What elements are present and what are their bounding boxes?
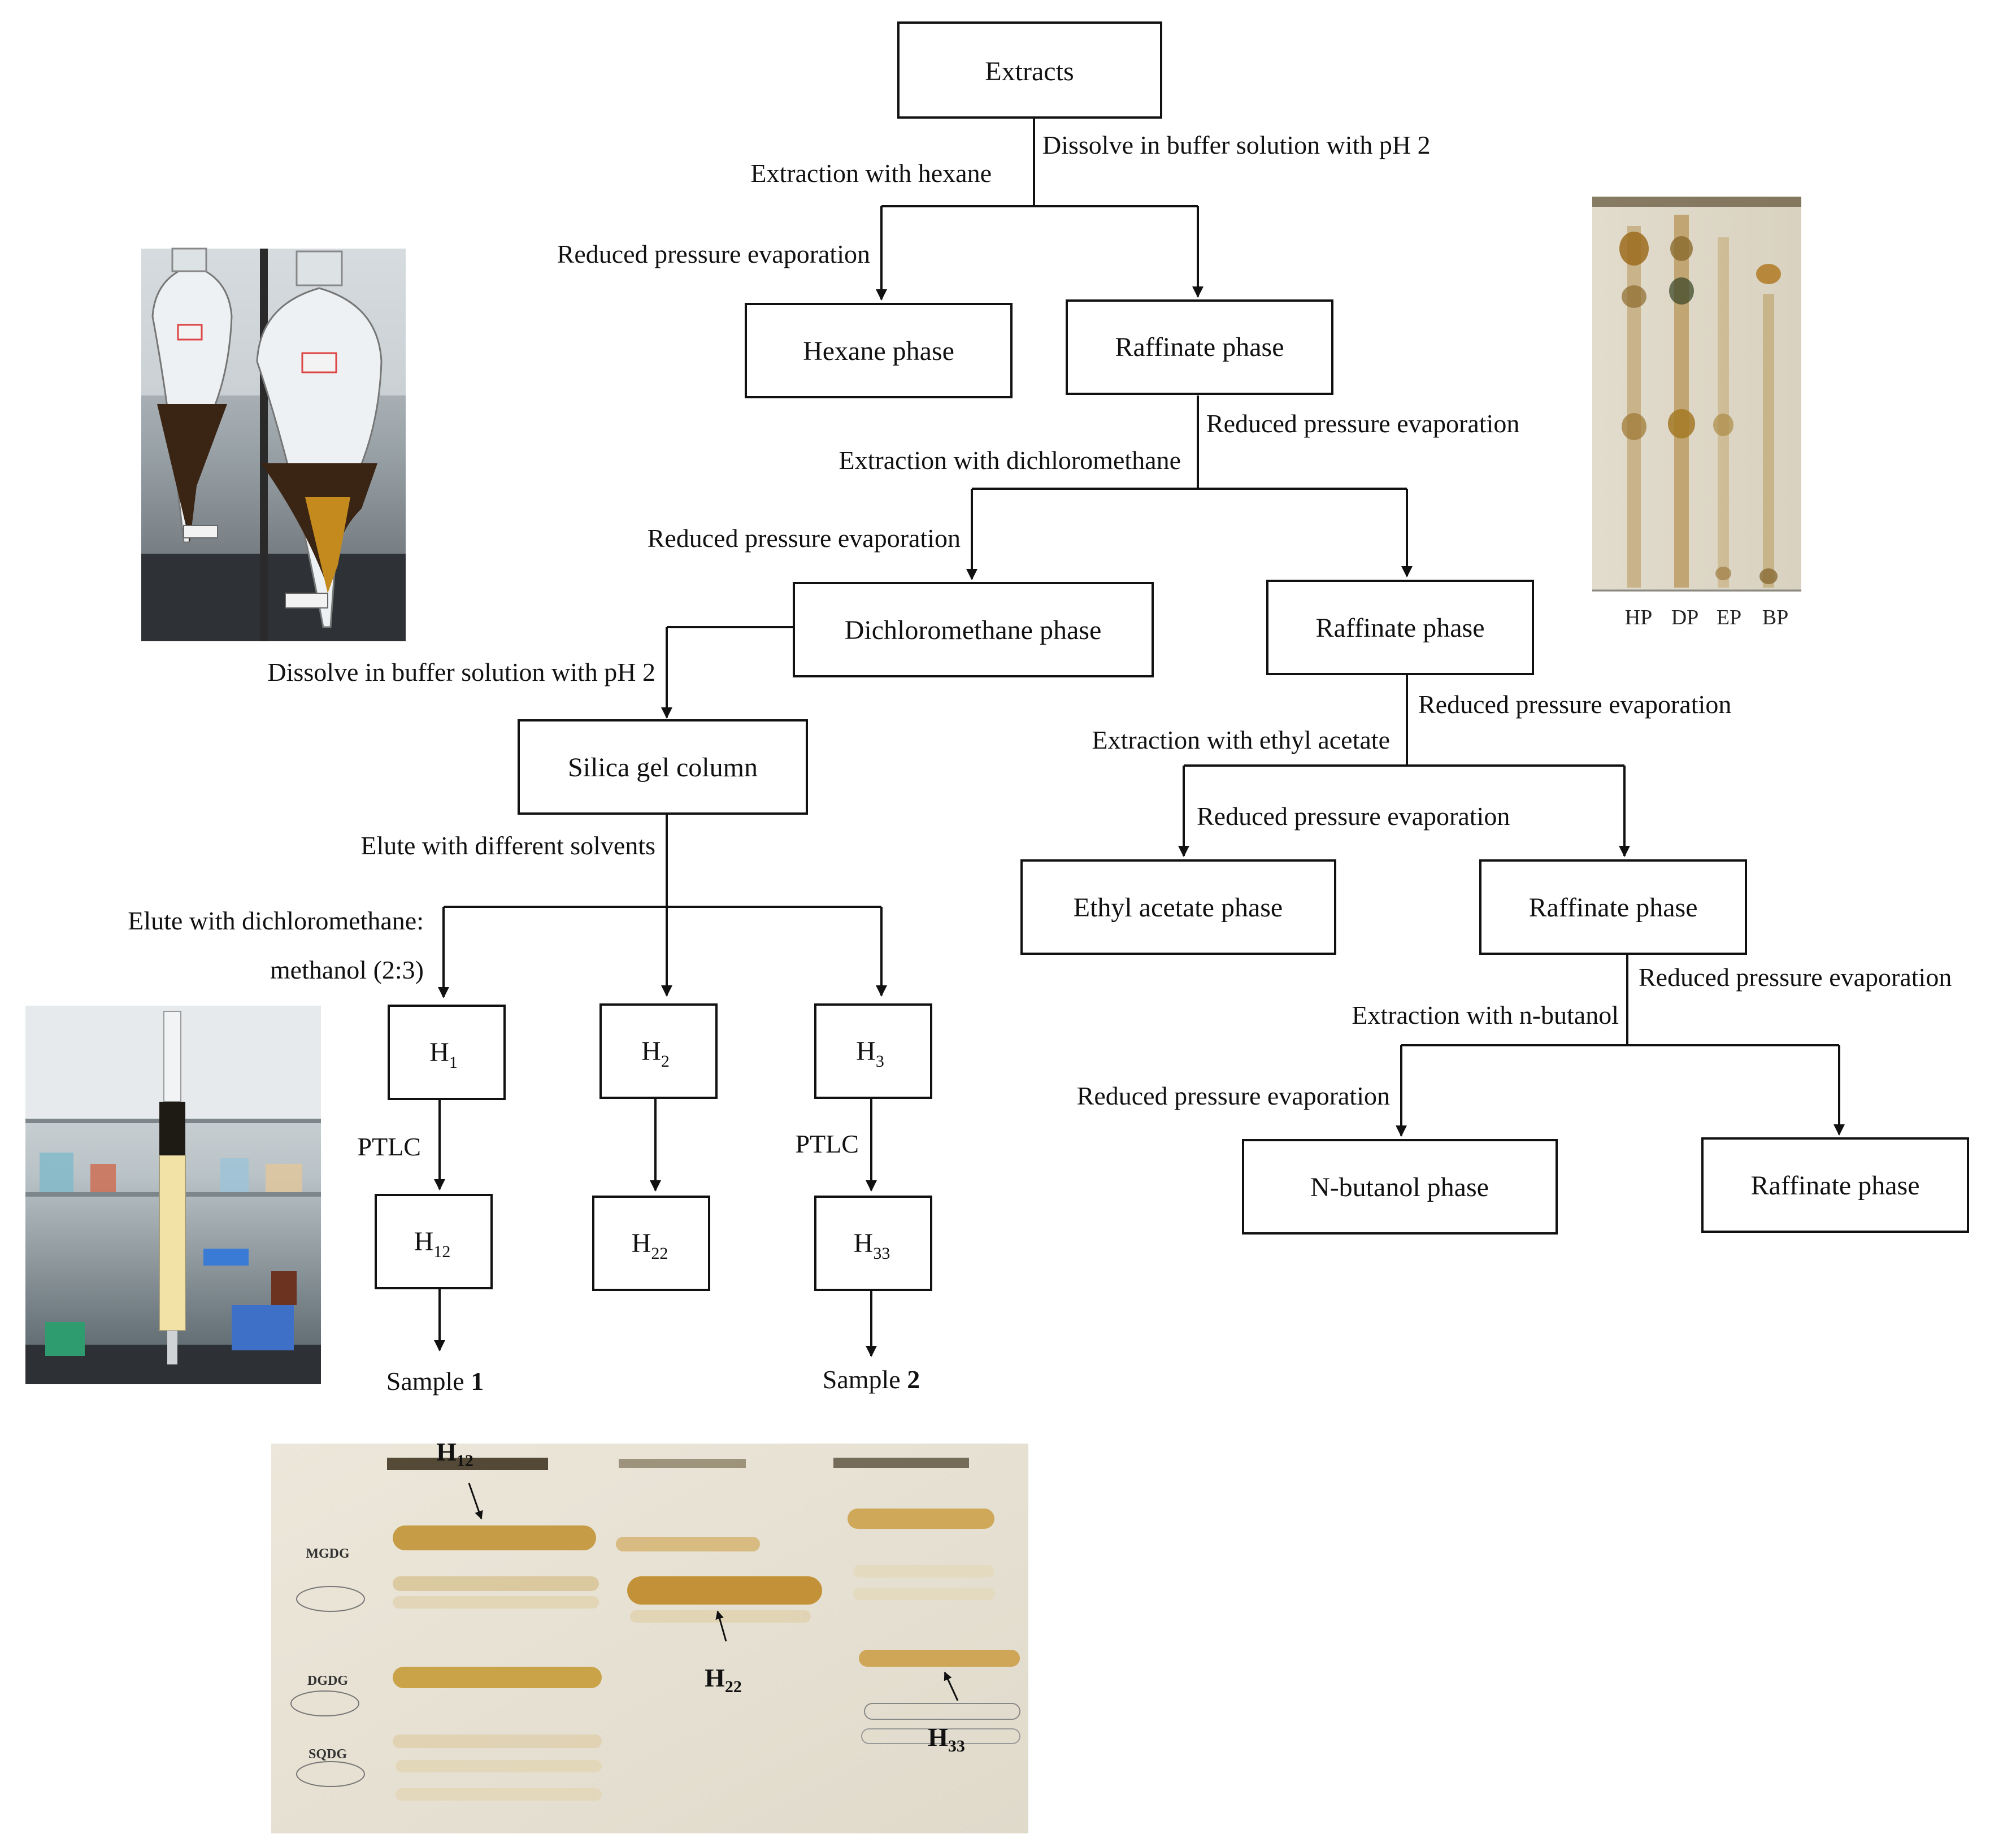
h1-box: H1: [388, 1005, 506, 1100]
callout-h22-base: H: [705, 1663, 725, 1692]
svg-text:H22: H22: [632, 1228, 668, 1263]
raffinate-phase-box-2: Raffinate phase: [1266, 580, 1534, 675]
ptlc-plate-large: MGDG DGDG SQDG H12 H22 H33: [271, 1437, 1028, 1833]
extraction-ethyl-acetate-label: Extraction with ethyl acetate: [1092, 725, 1391, 754]
standard-label-dgdg: DGDG: [307, 1674, 348, 1688]
svg-text:H33: H33: [854, 1228, 890, 1263]
h2-box: H2: [599, 1003, 718, 1099]
svg-text:H22: H22: [705, 1663, 742, 1696]
reduced-evap-raffinate-1-label: Reduced pressure evaporation: [1206, 409, 1519, 438]
sample-2-text: Sample: [823, 1365, 907, 1394]
silica-gel-column-box: Silica gel column: [518, 719, 808, 815]
separatory-funnel-photo: [141, 247, 406, 641]
h1-sub: 1: [449, 1053, 458, 1072]
svg-text:Sample 1: Sample 1: [386, 1367, 484, 1396]
h3-box: H3: [814, 1003, 932, 1099]
h3-base: H: [856, 1036, 876, 1066]
h33-sub: 33: [873, 1244, 890, 1263]
h3-sub: 3: [876, 1052, 884, 1071]
reduced-evap-raffinate-3-label: Reduced pressure evaporation: [1639, 963, 1952, 992]
callout-h33-base: H: [928, 1723, 948, 1751]
extracts-label: Extracts: [985, 56, 1074, 86]
raffinate-phase-box-4: Raffinate phase: [1701, 1137, 1969, 1233]
ethyl-acetate-phase-label: Ethyl acetate phase: [1074, 893, 1283, 923]
reduced-evap-butanol-label: Reduced pressure evaporation: [1077, 1081, 1390, 1110]
dissolve-buffer-top-label: Dissolve in buffer solution with pH 2: [1042, 131, 1431, 159]
dissolve-buffer-dcm-label: Dissolve in buffer solution with pH 2: [267, 658, 655, 686]
lane-label-ep: EP: [1717, 606, 1741, 629]
dichloromethane-phase-box: Dichloromethane phase: [793, 582, 1154, 677]
reduced-evap-raffinate-2-label: Reduced pressure evaporation: [1418, 690, 1731, 719]
callout-h12-base: H: [436, 1437, 457, 1466]
hexane-phase-label: Hexane phase: [803, 336, 954, 366]
raffinate-phase-label-2: Raffinate phase: [1316, 613, 1485, 643]
ptlc-label-3: PTLC: [796, 1129, 859, 1158]
h2-base: H: [641, 1036, 661, 1066]
reduced-evap-dcm-label: Reduced pressure evaporation: [648, 524, 961, 553]
svg-text:H12: H12: [436, 1437, 473, 1470]
elute-dcm-label-line2: methanol (2:3): [270, 955, 424, 984]
svg-text:H33: H33: [928, 1723, 965, 1755]
lane-label-hp: HP: [1625, 606, 1653, 629]
reduced-evap-ethyl-label: Reduced pressure evaporation: [1197, 802, 1510, 831]
h12-sub: 12: [433, 1242, 450, 1261]
h33-base: H: [854, 1228, 874, 1258]
svg-text:Sample 2: Sample 2: [823, 1365, 920, 1394]
connectors: [434, 119, 1845, 1357]
standard-label-mgdg: MGDG: [306, 1546, 350, 1561]
raffinate-phase-box-1: Raffinate phase: [1066, 299, 1333, 395]
raffinate-phase-label-3: Raffinate phase: [1529, 893, 1698, 923]
elute-different-solvents-label: Elute with different solvents: [360, 831, 655, 860]
lane-label-bp: BP: [1762, 606, 1788, 629]
raffinate-phase-label-1: Raffinate phase: [1115, 332, 1284, 362]
sample-2-num: 2: [907, 1365, 920, 1394]
extracts-box: Extracts: [897, 21, 1162, 119]
h12-base: H: [414, 1227, 434, 1257]
tlc-plate-small: [1592, 197, 1801, 592]
sample-1-text: Sample: [386, 1367, 471, 1396]
edge-labels: Dissolve in buffer solution with pH 2 Ex…: [128, 131, 1952, 1396]
callout-h22-sub: 22: [725, 1677, 742, 1696]
svg-text:H1: H1: [429, 1037, 458, 1072]
svg-text:H12: H12: [414, 1227, 451, 1261]
h2-sub: 2: [661, 1052, 670, 1071]
extraction-hexane-label: Extraction with hexane: [750, 159, 992, 188]
svg-text:H2: H2: [641, 1036, 670, 1071]
extraction-dichloromethane-label: Extraction with dichloromethane: [839, 446, 1181, 475]
silica-gel-column-label: Silica gel column: [568, 753, 758, 783]
elute-dcm-label-line1: Elute with dichloromethane:: [128, 906, 424, 935]
ethyl-acetate-phase-box: Ethyl acetate phase: [1020, 859, 1336, 955]
standard-label-sqdg: SQDG: [309, 1747, 347, 1762]
callout-h12-sub: 12: [457, 1451, 473, 1470]
tlc-small-lane-labels: HP DP EP BP: [1625, 606, 1789, 629]
h1-base: H: [429, 1037, 449, 1067]
h22-box: H22: [592, 1196, 710, 1291]
callout-h33-sub: 33: [948, 1737, 965, 1755]
raffinate-phase-box-3: Raffinate phase: [1479, 859, 1747, 955]
h22-base: H: [632, 1228, 651, 1258]
raffinate-phase-label-4: Raffinate phase: [1751, 1171, 1920, 1201]
n-butanol-phase-label: N-butanol phase: [1310, 1172, 1489, 1202]
sample-1-num: 1: [471, 1367, 484, 1396]
h12-box: H12: [375, 1194, 493, 1289]
lane-label-dp: DP: [1671, 606, 1699, 629]
silica-column-photo: [25, 1006, 321, 1384]
ptlc-label-1: PTLC: [358, 1132, 421, 1161]
dichloromethane-phase-label: Dichloromethane phase: [845, 615, 1102, 645]
n-butanol-phase-box: N-butanol phase: [1242, 1139, 1558, 1235]
extraction-butanol-label: Extraction with n-butanol: [1352, 1001, 1619, 1029]
hexane-phase-box: Hexane phase: [745, 303, 1013, 398]
reduced-evap-hexane-label: Reduced pressure evaporation: [557, 240, 870, 268]
svg-text:H3: H3: [856, 1036, 884, 1071]
h33-box: H33: [814, 1196, 932, 1291]
h22-sub: 22: [651, 1244, 668, 1263]
